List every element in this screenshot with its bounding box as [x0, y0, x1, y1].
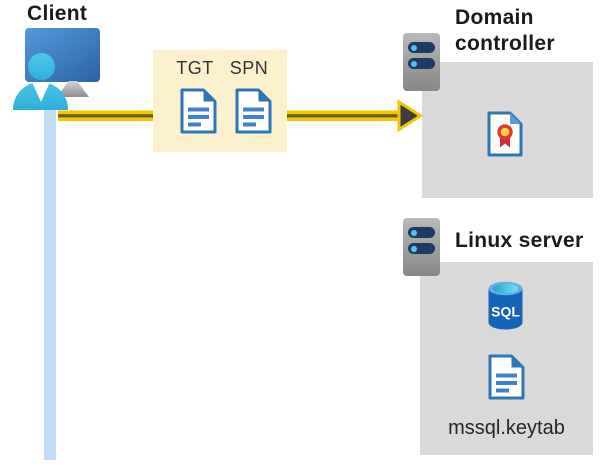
linux-server-icon	[403, 218, 440, 276]
server-slot	[408, 58, 435, 69]
client-timeline-line	[44, 94, 56, 460]
certificate-icon	[487, 111, 523, 157]
domain-controller-server-icon	[403, 33, 440, 91]
server-slot	[408, 227, 435, 238]
sql-icon-text: SQL	[491, 304, 520, 320]
domain-controller-label: Domain controller	[455, 6, 555, 55]
server-slot	[408, 42, 435, 53]
keytab-document-icon	[488, 354, 525, 400]
client-label: Client	[27, 2, 88, 25]
server-slot	[408, 243, 435, 254]
tgt-document-icon	[180, 88, 217, 134]
tgt-label: TGT	[176, 58, 214, 78]
person-head-icon	[28, 53, 55, 80]
linux-server-label: Linux server	[455, 229, 584, 252]
sql-database-icon: SQL	[488, 281, 523, 330]
spn-label: SPN	[229, 58, 269, 78]
arrowhead-icon	[397, 99, 424, 133]
ticket-box: TGT SPN	[153, 50, 287, 152]
spn-document-icon	[235, 88, 272, 134]
keytab-filename-label: mssql.keytab	[448, 417, 565, 439]
